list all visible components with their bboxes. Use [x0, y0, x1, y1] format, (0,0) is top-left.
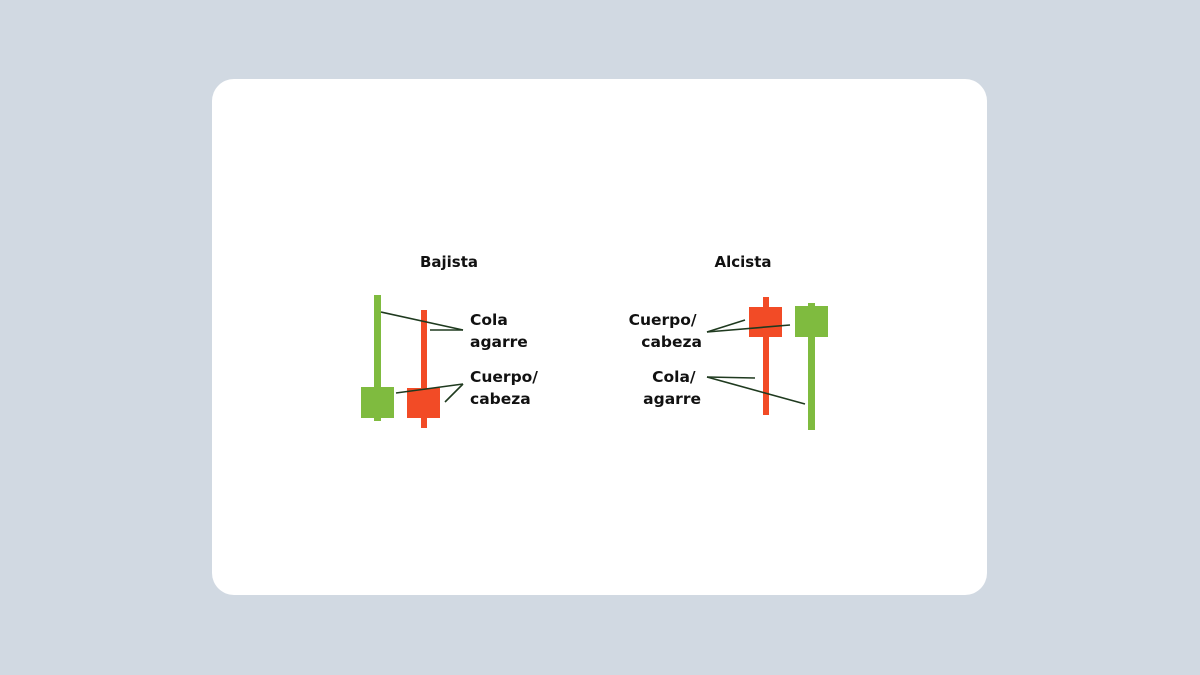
bullish-body-pointer-1	[706, 319, 746, 333]
bearish-tail-label-line2: agarre	[470, 333, 528, 351]
bullish-green-candle	[795, 303, 828, 430]
red-candle-wick	[421, 310, 427, 428]
red-candle-body	[407, 388, 440, 418]
content-card	[212, 79, 987, 595]
bullish-tail-label-line2: agarre	[643, 390, 701, 408]
bearish-panel-title: Bajista	[420, 253, 478, 271]
red-candle-body	[749, 307, 782, 337]
bullish-tail-pointer-2	[706, 376, 806, 405]
bullish-panel: Alcista Cuerpo/ cabeza Cola/ agarre	[629, 253, 828, 430]
bearish-body-pointer-1	[395, 383, 464, 394]
bullish-tail-label: Cola/ agarre	[643, 368, 701, 408]
bearish-tail-label-line1: Cola	[470, 311, 508, 329]
bearish-red-candle	[407, 310, 440, 428]
green-candle-wick	[808, 303, 815, 430]
bullish-body-label-line1: Cuerpo/	[629, 311, 697, 329]
bullish-tail-pointer-1	[706, 376, 756, 379]
bearish-tail-label: Cola agarre	[470, 311, 528, 351]
bullish-panel-title: Alcista	[714, 253, 771, 271]
bullish-body-label-line2: cabeza	[641, 333, 702, 351]
bearish-panel: Bajista Cola agarre Cuerpo/ cabeza	[361, 253, 543, 428]
bearish-body-label-line1: Cuerpo/	[470, 368, 538, 386]
bullish-body-pointer-2	[706, 324, 791, 333]
bullish-red-candle	[749, 297, 782, 415]
bullish-body-label: Cuerpo/ cabeza	[629, 311, 702, 351]
green-candle-body	[795, 306, 828, 337]
red-candle-wick	[763, 297, 769, 415]
bearish-body-label: Cuerpo/ cabeza	[470, 368, 543, 408]
bearish-tail-pointer-1	[380, 311, 464, 331]
green-candle-wick	[374, 295, 381, 421]
bearish-green-candle	[361, 295, 394, 421]
bearish-body-label-line2: cabeza	[470, 390, 531, 408]
bullish-tail-label-line1: Cola/	[652, 368, 696, 386]
green-candle-body	[361, 387, 394, 418]
bearish-body-pointer-2	[444, 383, 464, 403]
